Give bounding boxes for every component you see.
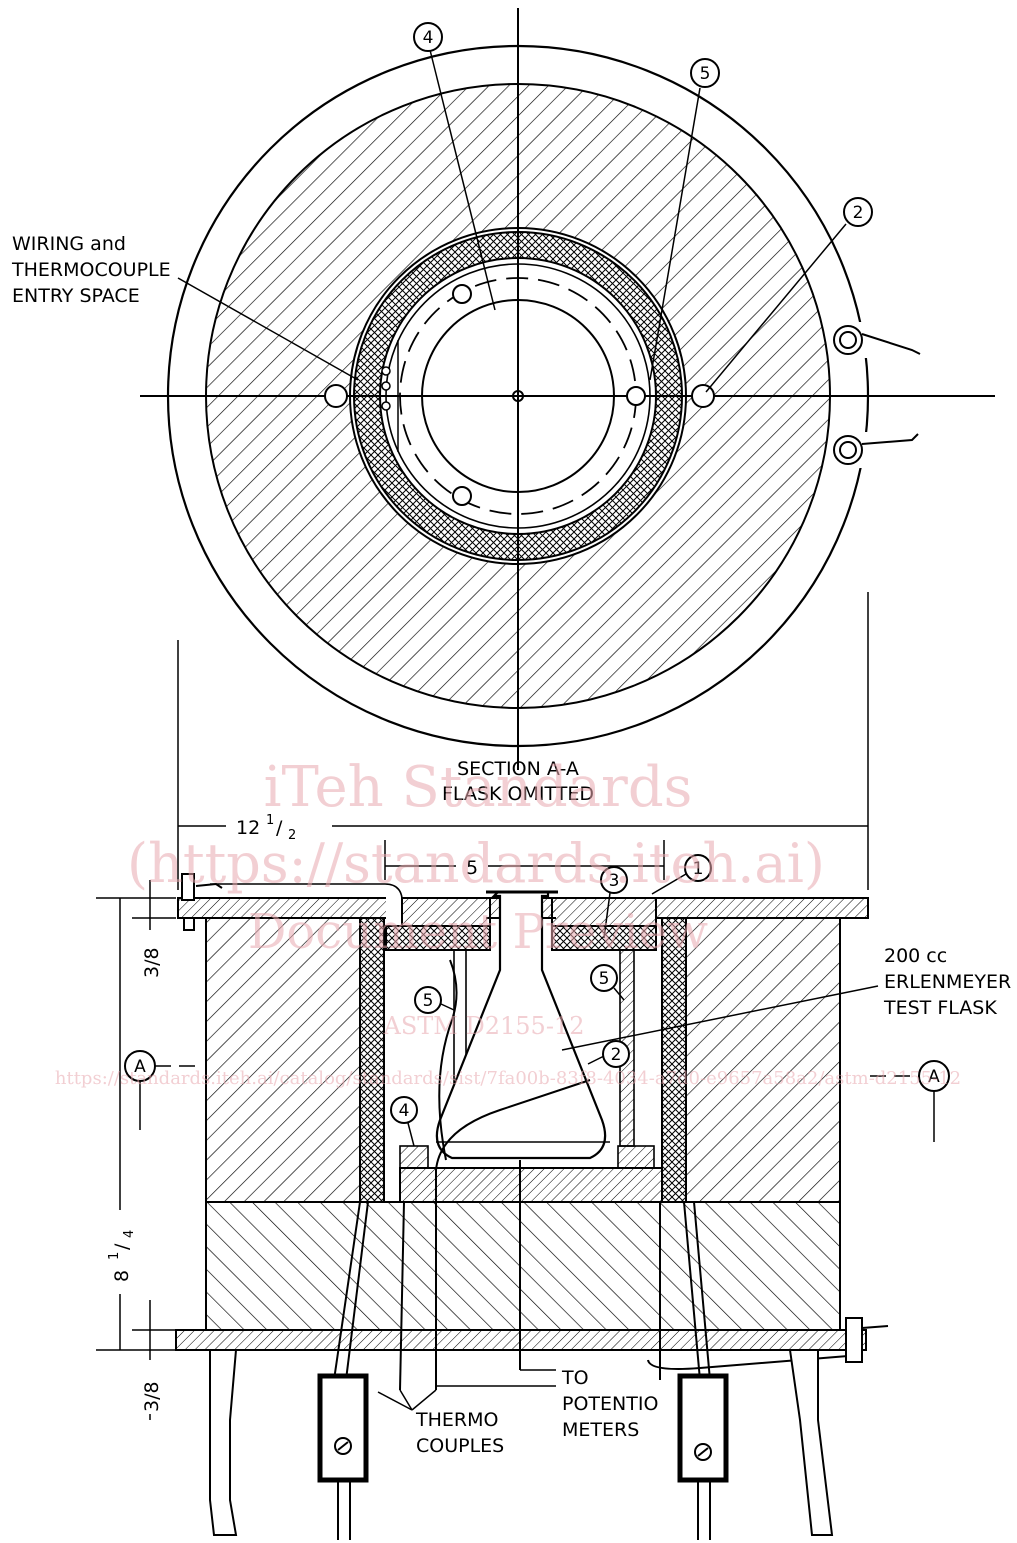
wiring-label-line1: WIRING and xyxy=(12,233,126,255)
terminal-icon xyxy=(830,432,919,468)
callout-1: 1 xyxy=(651,854,712,895)
callout-5-left: 5 xyxy=(414,986,455,1014)
top-view-section: 4 5 2 WIRING and THERMOCOUPLE ENTRY SPAC… xyxy=(11,8,995,770)
svg-text:iTeh Standards: iTeh Standards xyxy=(264,755,693,820)
post-icon xyxy=(691,384,715,408)
leader-line xyxy=(429,49,496,311)
width-dimension-sup: 1 xyxy=(266,813,274,828)
callout-2-top: 2 xyxy=(843,197,873,227)
right-leg xyxy=(788,1349,834,1536)
terminal-icon xyxy=(830,322,921,358)
callout-2-elevation: 2 xyxy=(587,1040,630,1068)
svg-text:2: 2 xyxy=(611,1045,622,1065)
ring-support-4 xyxy=(617,1145,655,1169)
leader-line xyxy=(561,985,879,1051)
left-leg xyxy=(209,1349,238,1536)
potentiometers-label-line2: POTENTIO xyxy=(562,1393,658,1415)
flask-label-line2: ERLENMEYER xyxy=(884,971,1011,993)
svg-text:/: / xyxy=(276,817,283,839)
svg-text:A: A xyxy=(134,1057,146,1077)
base-thickness-dimension: 3/8 xyxy=(141,1381,163,1412)
leader-line xyxy=(177,277,359,381)
terminal-screw-icon xyxy=(845,1317,889,1363)
section-marker-left: A xyxy=(124,1050,200,1130)
wire-hole-icon xyxy=(381,366,391,376)
outer-insulation-right xyxy=(685,917,841,1203)
lid-insert xyxy=(401,897,491,927)
elevation-view: 12 1 / 2 5 8 1 / 4 3/8 3/8 A A xyxy=(96,592,950,1540)
svg-text:5: 5 xyxy=(423,991,434,1011)
svg-text:A: A xyxy=(928,1067,940,1087)
wiring-label-line2: THERMOCOUPLE xyxy=(11,259,171,281)
leader-line xyxy=(649,87,701,381)
thermocouples-label-line1: THERMO xyxy=(415,1409,498,1431)
svg-text:/: / xyxy=(111,1243,133,1250)
svg-text:5: 5 xyxy=(599,969,610,989)
potentiometers-label-line1: TO xyxy=(561,1367,589,1389)
flask-label-line1: 200 cc xyxy=(884,945,947,967)
svg-text:(https://standards.iteh.ai): (https://standards.iteh.ai) xyxy=(127,832,825,895)
height-dimension: 8 xyxy=(111,1270,133,1282)
leader-line xyxy=(705,223,847,393)
callout-5-right: 5 xyxy=(590,964,625,1001)
post-icon xyxy=(324,384,348,408)
post-icon xyxy=(452,486,472,506)
thermocouples-label-line2: COUPLES xyxy=(416,1435,504,1457)
post-icon xyxy=(452,284,472,304)
callout-4-top: 4 xyxy=(413,22,443,52)
svg-text:1: 1 xyxy=(693,859,704,879)
svg-text:5: 5 xyxy=(700,64,711,84)
svg-text:https://standards.iteh.ai/cata: https://standards.iteh.ai/catalog/standa… xyxy=(55,1068,961,1089)
wire-hole-icon xyxy=(381,401,391,411)
width-dimension-sub: 2 xyxy=(288,828,296,843)
connector-icon xyxy=(317,1373,369,1540)
callout-4-elevation: 4 xyxy=(390,1096,418,1147)
wire-hole-icon xyxy=(381,381,391,391)
svg-text:ASTM D2155-12: ASTM D2155-12 xyxy=(383,1012,585,1040)
svg-text:4: 4 xyxy=(399,1101,410,1121)
flask-label-line3: TEST FLASK xyxy=(883,997,997,1019)
watermark: iTeh Standards (https://standards.iteh.a… xyxy=(55,755,961,1089)
svg-text:4: 4 xyxy=(423,28,434,48)
heater-plate-3 xyxy=(385,925,491,951)
heater-wall-right xyxy=(661,917,687,1203)
heater-wall-left xyxy=(359,917,385,1203)
ring-support-4 xyxy=(399,1145,429,1169)
callout-3: 3 xyxy=(600,866,628,939)
height-dimension-sub: 4 xyxy=(122,1230,137,1238)
width-dimension: 12 xyxy=(236,817,260,839)
section-marker-right: A xyxy=(870,1060,950,1142)
post-icon xyxy=(626,386,646,406)
section-title: SECTION A-A xyxy=(457,758,579,780)
svg-text:3: 3 xyxy=(609,871,620,891)
base-insulation xyxy=(205,1201,841,1331)
svg-text:2: 2 xyxy=(853,203,864,223)
outer-insulation-left xyxy=(205,917,361,1203)
wiring-label-line3: ENTRY SPACE xyxy=(12,285,140,307)
connector-icon xyxy=(677,1373,729,1540)
potentiometers-label-line3: METERS xyxy=(562,1419,639,1441)
inner-dimension: 5 xyxy=(466,857,478,879)
height-dimension-sup: 1 xyxy=(107,1252,122,1260)
flask-support-plate xyxy=(399,1167,663,1203)
thermocouple-wires xyxy=(333,959,849,1391)
section-subtitle: FLASK OMITTED xyxy=(442,783,594,805)
callout-5-top: 5 xyxy=(690,58,720,88)
lid-insert xyxy=(551,897,657,927)
svg-text:Document Preview: Document Preview xyxy=(248,904,708,960)
lid-thickness-dimension: 3/8 xyxy=(141,947,163,978)
